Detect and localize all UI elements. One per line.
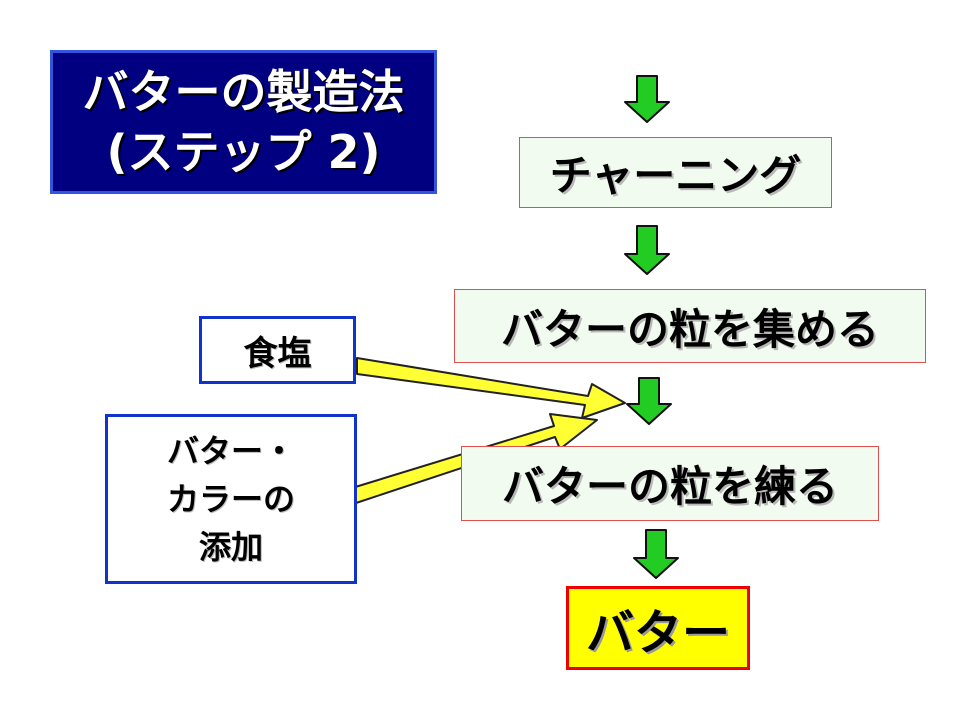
title-line-1: バターの製造法 [82, 65, 405, 119]
step-gather-grains: バターの粒を集める [454, 289, 926, 363]
input-butter-color: バター・ カラーの 添加 [105, 414, 357, 584]
title-line-2: (ステップ 2) [106, 125, 381, 179]
down-arrow-1 [624, 75, 670, 123]
input-color-line-2: カラーの [166, 480, 295, 518]
down-arrow-3 [626, 377, 672, 425]
page-title: バターの製造法 (ステップ 2) [50, 50, 437, 194]
final-product-butter: バター [566, 586, 750, 670]
step-churning: チャーニング [519, 137, 832, 208]
down-arrow-2 [624, 225, 670, 275]
salt-arrow [356, 357, 626, 419]
down-arrow-4 [633, 529, 679, 579]
step-knead-grains: バターの粒を練る [461, 446, 879, 521]
input-color-line-3: 添加 [198, 528, 263, 566]
input-salt: 食塩 [199, 316, 356, 384]
input-color-line-1: バター・ [166, 432, 295, 470]
